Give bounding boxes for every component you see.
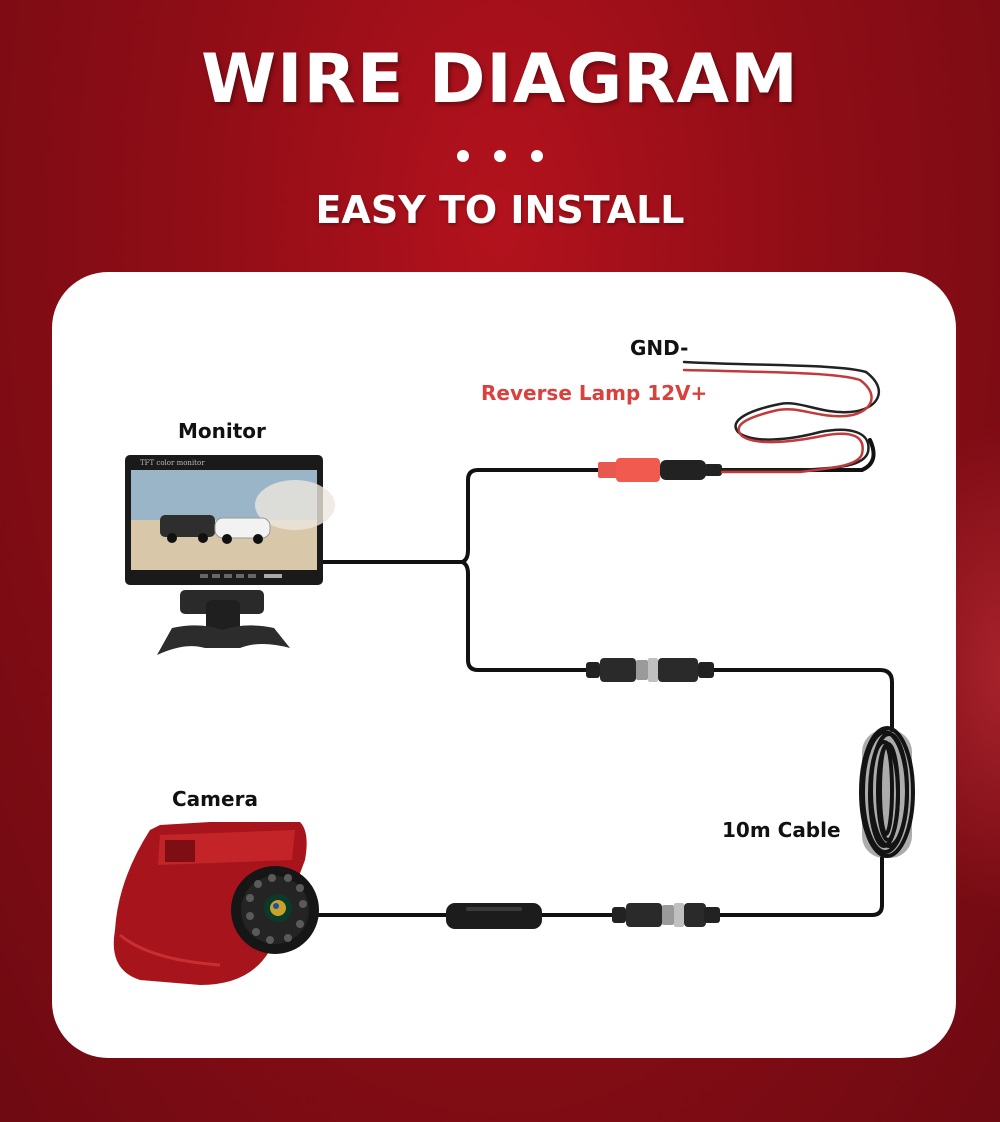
monitor-base xyxy=(157,625,290,655)
extension-wire-top xyxy=(710,668,894,732)
monitor-illustration: TFT color monitor xyxy=(125,455,335,655)
power-branch-wire xyxy=(460,468,602,564)
wire-paths xyxy=(310,438,894,917)
page-subtitle: EASY TO INSTALL xyxy=(315,188,685,232)
metal-ring xyxy=(636,660,648,680)
separator-dots xyxy=(0,150,1000,162)
gnd-wire-head xyxy=(720,438,876,472)
power-connector xyxy=(598,458,722,482)
gnd-label: GND- xyxy=(630,336,689,360)
header: WIRE DIAGRAM EASY TO INSTALL xyxy=(0,0,1000,270)
screen-car xyxy=(214,517,271,539)
wire-diagram: TFT color monitor xyxy=(113,360,915,985)
video-connector-bottom xyxy=(612,903,720,927)
video-connector-top xyxy=(586,658,714,682)
monitor-label: Monitor xyxy=(178,419,266,443)
page-title: WIRE DIAGRAM xyxy=(201,40,799,119)
camera-label: Camera xyxy=(172,787,258,811)
screen-truck xyxy=(160,515,215,537)
cable-coil-shadow xyxy=(862,730,912,858)
cable-coil xyxy=(859,726,915,858)
black-plug-body xyxy=(660,460,706,480)
dot xyxy=(531,150,543,162)
extension-wire-bottom xyxy=(714,856,884,917)
dot xyxy=(494,150,506,162)
diagram-panel: TFT color monitor xyxy=(52,272,956,1058)
metal-ring xyxy=(662,905,674,925)
red-plug-body xyxy=(616,458,660,482)
video-branch-wire xyxy=(460,560,592,672)
monitor-brand-text: TFT color monitor xyxy=(140,459,205,467)
metal-ring xyxy=(648,658,658,682)
metal-ring xyxy=(674,903,684,927)
power-leads xyxy=(682,360,881,474)
camera-illustration xyxy=(113,822,319,985)
black-plug-tip xyxy=(704,464,722,476)
reverse-lamp-label: Reverse Lamp 12V+ xyxy=(481,381,708,405)
inline-module xyxy=(446,903,542,929)
cable-length-label: 10m Cable xyxy=(722,818,841,842)
dot xyxy=(457,150,469,162)
red-plug-collar xyxy=(598,462,618,478)
